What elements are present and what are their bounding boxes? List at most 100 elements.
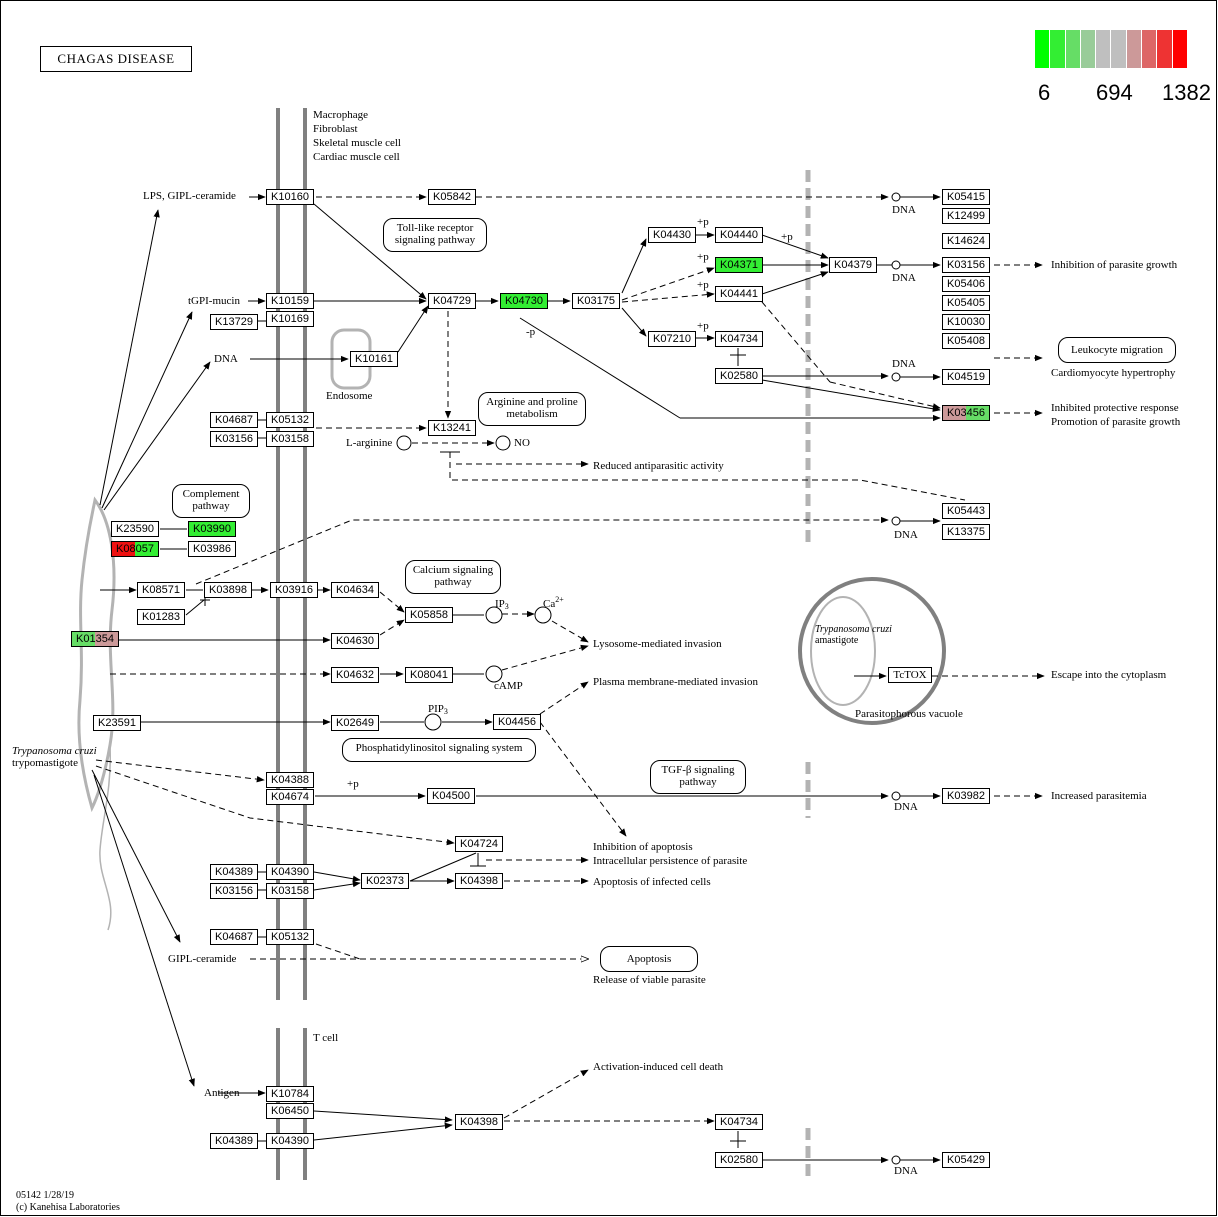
- gene-node-k04390[interactable]: K04390: [266, 864, 314, 880]
- gene-node-k03916[interactable]: K03916: [270, 582, 318, 598]
- gene-node-k05842[interactable]: K05842: [428, 189, 476, 205]
- gene-node-k03982[interactable]: K03982: [942, 788, 990, 804]
- legend-swatch: [1126, 30, 1143, 68]
- gene-node-k04687[interactable]: K04687: [210, 929, 258, 945]
- pathway-calcium[interactable]: Calcium signaling pathway: [405, 560, 501, 594]
- label-calcium: Ca2+: [543, 595, 564, 610]
- gene-node-k05415[interactable]: K05415: [942, 189, 990, 205]
- gene-node-k05132[interactable]: K05132: [266, 412, 314, 428]
- gene-node-label: K04734: [720, 1116, 758, 1128]
- gene-node-k23590[interactable]: K23590: [111, 521, 159, 537]
- gene-node-k23591[interactable]: K23591: [93, 715, 141, 731]
- gene-node-k12499[interactable]: K12499: [942, 208, 990, 224]
- gene-node-segment: [95, 632, 118, 646]
- label-aicd: Activation-induced cell death: [593, 1061, 724, 1073]
- gene-node-k04379[interactable]: K04379: [829, 257, 877, 273]
- gene-node-segment: [72, 632, 95, 646]
- gene-node-k04430[interactable]: K04430: [648, 227, 696, 243]
- gene-node-k03175[interactable]: K03175: [572, 293, 620, 309]
- gene-node-k03456[interactable]: K03456: [942, 405, 990, 421]
- gene-node-k03158[interactable]: K03158: [266, 883, 314, 899]
- gene-node-label: K05415: [947, 191, 985, 203]
- pathway-arginine-proline[interactable]: Arginine and proline metabolism: [478, 392, 586, 426]
- gene-node-k04371[interactable]: K04371: [715, 257, 763, 273]
- gene-node-k10161[interactable]: K10161: [350, 351, 398, 367]
- gene-node-k04630[interactable]: K04630: [331, 633, 379, 649]
- gene-node-label: K02373: [366, 875, 404, 887]
- gene-node-segment: [135, 542, 158, 556]
- gene-node-k04632[interactable]: K04632: [331, 667, 379, 683]
- gene-node-k03898[interactable]: K03898: [204, 582, 252, 598]
- gene-node-k04674[interactable]: K04674: [266, 789, 314, 805]
- gene-node-k10784[interactable]: K10784: [266, 1086, 314, 1102]
- gene-node-k10169[interactable]: K10169: [266, 311, 314, 327]
- gene-node-k05405[interactable]: K05405: [942, 295, 990, 311]
- gene-node-k02373[interactable]: K02373: [361, 873, 409, 889]
- gene-node-k05408[interactable]: K05408: [942, 333, 990, 349]
- label-endosome: Endosome: [326, 390, 373, 402]
- gene-node-k06450[interactable]: K06450: [266, 1103, 314, 1119]
- gene-node-k03986[interactable]: K03986: [188, 541, 236, 557]
- gene-node-k03156[interactable]: K03156: [210, 431, 258, 447]
- gene-node-k04730[interactable]: K04730: [500, 293, 548, 309]
- gene-node-k13241[interactable]: K13241: [428, 420, 476, 436]
- gene-node-k04398[interactable]: K04398: [455, 873, 503, 889]
- gene-node-k03158[interactable]: K03158: [266, 431, 314, 447]
- gene-node-k04500[interactable]: K04500: [427, 788, 475, 804]
- gene-node-k01283[interactable]: K01283: [137, 609, 185, 625]
- pathway-phosphatidylinositol[interactable]: Phosphatidylinositol signaling system: [342, 738, 536, 762]
- gene-node-k03990[interactable]: K03990: [188, 521, 236, 537]
- legend-min: 6: [1038, 80, 1051, 105]
- gene-node-k04734[interactable]: K04734: [715, 1114, 763, 1130]
- label-no: NO: [514, 437, 530, 449]
- gene-node-k05429[interactable]: K05429: [942, 1152, 990, 1168]
- gene-node-k10159[interactable]: K10159: [266, 293, 314, 309]
- gene-node-k05443[interactable]: K05443: [942, 503, 990, 519]
- gene-node-k05132[interactable]: K05132: [266, 929, 314, 945]
- gene-node-k04398[interactable]: K04398: [455, 1114, 503, 1130]
- pathway-toll-like[interactable]: Toll-like receptor signaling pathway: [383, 218, 487, 252]
- gene-node-k03156[interactable]: K03156: [942, 257, 990, 273]
- label-dna-5: DNA: [894, 801, 918, 813]
- label-gipl-ceramide: GIPL-ceramide: [168, 953, 237, 965]
- gene-node-k02580[interactable]: K02580: [715, 368, 763, 384]
- gene-node-k04729[interactable]: K04729: [428, 293, 476, 309]
- gene-node-k02649[interactable]: K02649: [331, 715, 379, 731]
- gene-node-k04687[interactable]: K04687: [210, 412, 258, 428]
- gene-node-k14624[interactable]: K14624: [942, 233, 990, 249]
- gene-node-k04388[interactable]: K04388: [266, 772, 314, 788]
- gene-node-k13375[interactable]: K13375: [942, 524, 990, 540]
- gene-node-k08041[interactable]: K08041: [405, 667, 453, 683]
- pathway-apoptosis[interactable]: Apoptosis: [600, 946, 698, 972]
- gene-node-k04456[interactable]: K04456: [493, 714, 541, 730]
- label-pip3: PIP3: [428, 703, 448, 716]
- gene-node-k04724[interactable]: K04724: [455, 836, 503, 852]
- gene-node-k10030[interactable]: K10030: [942, 314, 990, 330]
- gene-node-k07210[interactable]: K07210: [648, 331, 696, 347]
- gene-node-k13729[interactable]: K13729: [210, 314, 258, 330]
- label-plus-p-5: +p: [781, 231, 793, 243]
- gene-node-k05858[interactable]: K05858: [405, 607, 453, 623]
- gene-node-k08057[interactable]: K08057: [111, 541, 159, 557]
- gene-node-k04440[interactable]: K04440: [715, 227, 763, 243]
- gene-node-k04734[interactable]: K04734: [715, 331, 763, 347]
- gene-node-k04634[interactable]: K04634: [331, 582, 379, 598]
- gene-node-k04389[interactable]: K04389: [210, 1133, 258, 1149]
- gene-node-tctox[interactable]: TcTOX: [888, 667, 932, 683]
- gene-node-k04519[interactable]: K04519: [942, 369, 990, 385]
- pathway-leukocyte-migration[interactable]: Leukocyte migration: [1058, 337, 1176, 363]
- gene-node-k04390[interactable]: K04390: [266, 1133, 314, 1149]
- pathway-tgf-beta[interactable]: TGF-β signaling pathway: [650, 760, 746, 794]
- gene-node-k02580[interactable]: K02580: [715, 1152, 763, 1168]
- cell-type-tcell: T cell: [313, 1032, 339, 1044]
- gene-node-k04389[interactable]: K04389: [210, 864, 258, 880]
- legend-swatch: [1142, 30, 1158, 68]
- gene-node-k08571[interactable]: K08571: [137, 582, 185, 598]
- pathway-complement[interactable]: Complement pathway: [172, 484, 250, 518]
- gene-node-k03156[interactable]: K03156: [210, 883, 258, 899]
- gene-node-k04441[interactable]: K04441: [715, 286, 763, 302]
- gene-node-label: K04441: [720, 288, 758, 300]
- gene-node-k05406[interactable]: K05406: [942, 276, 990, 292]
- gene-node-k01354[interactable]: K01354: [71, 631, 119, 647]
- gene-node-k10160[interactable]: K10160: [266, 189, 314, 205]
